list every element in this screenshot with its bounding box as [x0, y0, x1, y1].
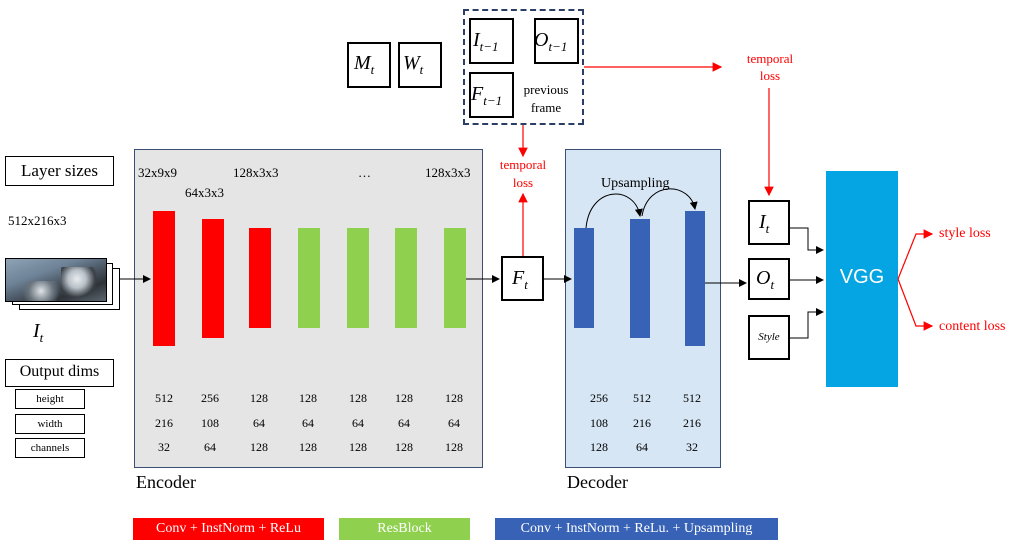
- vgg-to-style-loss: [897, 229, 934, 280]
- dec-w-1: 108: [590, 416, 608, 430]
- warp-box: [398, 42, 442, 88]
- enc-h-1: 512: [155, 391, 173, 405]
- enc-c-3: 128: [250, 440, 268, 454]
- enc-c-6: 128: [395, 440, 413, 454]
- o-prev-box: [534, 18, 579, 64]
- previous-frame-label-1: previous: [523, 82, 569, 97]
- mask-symbol: Mt: [354, 52, 375, 77]
- decoder-upsample-bar-1: [574, 228, 594, 328]
- output-dims-label: Output dims: [19, 363, 100, 380]
- encoder-layer-label-2: 64x3x3: [185, 185, 224, 200]
- input-size-label: 512x216x3: [8, 213, 67, 228]
- enc-h-7: 128: [445, 391, 463, 405]
- temporal-loss-mid-1: temporal: [499, 157, 547, 172]
- dec-w-2: 216: [633, 416, 651, 430]
- decoder-upsample-bar-2: [630, 219, 650, 338]
- style-label: Style: [758, 331, 780, 343]
- temporal-loss-top-2: loss: [759, 68, 781, 83]
- encoder-label: Encoder: [136, 472, 196, 492]
- vgg-label: VGG: [839, 266, 885, 288]
- upsampling-curve-1: [585, 193, 643, 229]
- i-prev-box: [469, 18, 514, 64]
- content-loss-label: content loss: [939, 319, 1006, 334]
- output-symbol: Ot: [756, 267, 775, 292]
- current-input-symbol: It: [759, 211, 770, 236]
- i-prev-symbol: It−1: [473, 29, 499, 54]
- style-to-vgg-arrow: [790, 308, 824, 339]
- encoder-layer-label-ellipsis: …: [358, 165, 371, 180]
- enc-w-7: 64: [448, 416, 460, 430]
- previous-frame-label-2: frame: [530, 100, 562, 115]
- enc-h-3: 128: [250, 391, 268, 405]
- dec-c-1: 128: [590, 440, 608, 454]
- enc-w-1: 216: [155, 416, 173, 430]
- enc-w-5: 64: [352, 416, 364, 430]
- encoder-resblock-bar-4: [444, 228, 466, 328]
- enc-w-3: 64: [253, 416, 265, 430]
- f-prev-box: [469, 72, 514, 118]
- enc-c-7: 128: [445, 440, 463, 454]
- it-to-vgg-arrow: [790, 227, 824, 254]
- f-prev-symbol: Ft−1: [471, 83, 503, 108]
- enc-c-5: 128: [349, 440, 367, 454]
- current-input-box: [748, 200, 790, 245]
- dec-h-3: 512: [683, 391, 701, 405]
- o-prev-symbol: Ot−1: [534, 29, 568, 54]
- vgg-block: [826, 171, 898, 387]
- encoder-resblock-bar-1: [298, 228, 320, 328]
- enc-h-2: 256: [201, 391, 219, 405]
- warp-symbol: Wt: [403, 52, 424, 77]
- layer-sizes-box: [5, 156, 114, 186]
- enc-h-4: 128: [299, 391, 317, 405]
- enc-w-4: 64: [302, 416, 314, 430]
- dec-c-2: 64: [636, 440, 648, 454]
- enc-h-5: 128: [349, 391, 367, 405]
- style-loss-label: style loss: [939, 226, 991, 241]
- dec-h-1: 256: [590, 391, 608, 405]
- feature-symbol: Ft: [512, 267, 528, 292]
- channels-tag: channels: [15, 438, 85, 458]
- enc-w-6: 64: [398, 416, 410, 430]
- layer-sizes-label: Layer sizes: [21, 161, 98, 180]
- upsampling-label: Upsampling: [601, 176, 670, 191]
- encoder-conv-bar-2: [202, 219, 224, 338]
- encoder-conv-bar-3: [249, 228, 271, 328]
- encoder-layer-label-3: 128x3x3: [233, 165, 279, 180]
- enc-c-1: 32: [158, 440, 170, 454]
- output-dims-box: [5, 359, 114, 387]
- enc-c-2: 64: [204, 440, 216, 454]
- feature-box: [501, 256, 544, 301]
- upsampling-curve-2: [641, 188, 698, 217]
- enc-c-4: 128: [299, 440, 317, 454]
- previous-frame-group: [463, 9, 584, 125]
- enc-w-2: 108: [201, 416, 219, 430]
- dec-w-3: 216: [683, 416, 701, 430]
- legend-upsample: Conv + InstNorm + ReLu. + Upsampling: [495, 518, 778, 540]
- dec-h-2: 512: [633, 391, 651, 405]
- input-image-thumbnail: [5, 258, 107, 302]
- decoder-upsample-bar-3: [685, 211, 705, 346]
- dec-c-3: 32: [686, 440, 698, 454]
- output-box: [748, 258, 790, 300]
- height-tag: height: [15, 389, 85, 409]
- mask-box: [347, 42, 391, 88]
- input-symbol: It: [33, 320, 44, 345]
- temporal-loss-top-1: temporal: [746, 51, 794, 66]
- encoder-layer-label-1: 32x9x9: [138, 165, 177, 180]
- style-box: [748, 315, 790, 360]
- encoder-resblock-bar-3: [395, 228, 417, 328]
- encoder-layer-label-5: 128x3x3: [425, 165, 471, 180]
- vgg-to-content-loss: [897, 278, 934, 331]
- temporal-loss-mid-2: loss: [512, 175, 534, 190]
- width-tag: width: [15, 414, 85, 434]
- decoder-label: Decoder: [567, 472, 628, 492]
- legend-resblock: ResBlock: [339, 518, 470, 540]
- encoder-resblock-bar-2: [347, 228, 369, 328]
- legend-conv: Conv + InstNorm + ReLu: [133, 518, 324, 540]
- enc-h-6: 128: [395, 391, 413, 405]
- encoder-conv-bar-1: [153, 211, 175, 346]
